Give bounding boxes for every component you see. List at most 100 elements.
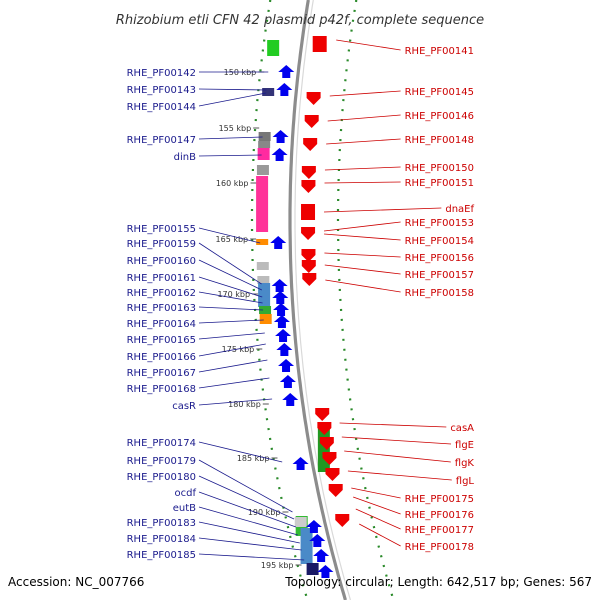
reverse-gene-arrow[interactable] bbox=[312, 36, 327, 52]
gene-label-right[interactable]: dnaEf bbox=[445, 204, 474, 215]
reverse-gene-arrow[interactable] bbox=[328, 484, 343, 497]
gene-label-right[interactable]: RHE_PF00158 bbox=[405, 288, 474, 299]
gene-label-left[interactable]: RHE_PF00184 bbox=[127, 534, 196, 545]
reverse-gene-arrow[interactable] bbox=[319, 437, 334, 450]
gene-label-left[interactable]: RHE_PF00165 bbox=[127, 335, 196, 346]
gene-label-right[interactable]: flgE bbox=[455, 440, 474, 451]
gene-label-right[interactable]: RHE_PF00176 bbox=[405, 510, 474, 521]
gene-label-right[interactable]: RHE_PF00150 bbox=[405, 163, 474, 174]
feature-block bbox=[257, 148, 270, 160]
gene-label-left[interactable]: RHE_PF00159 bbox=[127, 239, 196, 250]
gene-label-left[interactable]: RHE_PF00142 bbox=[127, 68, 196, 79]
reverse-gene-arrow[interactable] bbox=[301, 204, 316, 220]
gene-label-right[interactable]: RHE_PF00151 bbox=[405, 178, 474, 189]
reverse-gene-arrow[interactable] bbox=[303, 138, 318, 151]
leader-line-left bbox=[198, 537, 302, 551]
plasmid-backbone bbox=[288, 0, 351, 600]
forward-gene-arrow[interactable] bbox=[305, 520, 322, 533]
feature-block bbox=[300, 528, 313, 564]
reverse-gene-arrow[interactable] bbox=[315, 408, 330, 421]
gene-label-left[interactable]: RHE_PF00155 bbox=[127, 224, 196, 235]
gene-label-right[interactable]: RHE_PF00157 bbox=[405, 270, 474, 281]
forward-gene-arrow[interactable] bbox=[271, 279, 288, 292]
gene-label-left[interactable]: dinB bbox=[174, 152, 196, 163]
gene-label-left[interactable]: RHE_PF00163 bbox=[127, 303, 196, 314]
forward-gene-arrow[interactable] bbox=[272, 130, 289, 143]
gene-label-left[interactable]: RHE_PF00185 bbox=[127, 550, 196, 561]
reverse-gene-arrow[interactable] bbox=[301, 180, 316, 193]
gene-label-right[interactable]: RHE_PF00175 bbox=[405, 494, 474, 505]
gene-label-left[interactable]: RHE_PF00183 bbox=[127, 518, 196, 529]
right-gene-labels[interactable]: RHE_PF00141RHE_PF00145RHE_PF00146RHE_PF0… bbox=[323, 39, 475, 553]
gene-label-left[interactable]: casR bbox=[172, 401, 196, 412]
reverse-gene-arrow[interactable] bbox=[302, 273, 317, 286]
gene-label-right[interactable]: RHE_PF00177 bbox=[405, 525, 474, 536]
gene-label-left[interactable]: RHE_PF00174 bbox=[127, 438, 196, 449]
tick-label: 180 kbp bbox=[228, 400, 261, 409]
forward-gene-arrow[interactable] bbox=[278, 359, 295, 372]
gene-label-left[interactable]: ocdf bbox=[175, 488, 197, 499]
reverse-gene-arrow[interactable] bbox=[306, 92, 321, 105]
reverse-gene-arrow[interactable] bbox=[301, 227, 316, 240]
gene-label-left[interactable]: RHE_PF00147 bbox=[127, 135, 196, 146]
gene-label-right[interactable]: flgL bbox=[456, 476, 475, 487]
gene-label-right[interactable]: RHE_PF00146 bbox=[405, 111, 474, 122]
leader-line-right bbox=[351, 487, 401, 499]
reverse-gene-arrow[interactable] bbox=[335, 514, 350, 527]
gene-label-left[interactable]: RHE_PF00167 bbox=[127, 368, 196, 379]
gene-label-right[interactable]: flgK bbox=[455, 458, 475, 469]
gene-label-right[interactable]: RHE_PF00156 bbox=[405, 253, 474, 264]
reverse-gene-arrow[interactable] bbox=[322, 452, 337, 465]
gene-label-left[interactable]: RHE_PF00143 bbox=[127, 85, 196, 96]
forward-gene-arrow[interactable] bbox=[309, 534, 326, 547]
gene-label-right[interactable]: casA bbox=[450, 423, 474, 434]
gene-label-left[interactable]: RHE_PF00164 bbox=[127, 319, 196, 330]
gene-label-right[interactable]: RHE_PF00178 bbox=[405, 542, 474, 553]
forward-gene-arrow[interactable] bbox=[292, 457, 309, 470]
forward-gene-arrow[interactable] bbox=[276, 343, 293, 356]
forward-gene-arrow[interactable] bbox=[282, 393, 299, 406]
feature-block bbox=[262, 88, 275, 96]
forward-gene-arrow[interactable] bbox=[278, 65, 295, 78]
left-gene-labels[interactable]: RHE_PF00142RHE_PF00143RHE_PF00144RHE_PF0… bbox=[127, 68, 305, 561]
leader-line-right bbox=[347, 470, 452, 481]
gene-label-left[interactable]: RHE_PF00162 bbox=[127, 288, 196, 299]
reverse-gene-arrow[interactable] bbox=[325, 468, 340, 481]
gene-label-right[interactable]: RHE_PF00148 bbox=[405, 135, 474, 146]
reverse-gene-arrow[interactable] bbox=[304, 115, 319, 128]
forward-gene-arrow[interactable] bbox=[271, 148, 288, 161]
gene-label-left[interactable]: RHE_PF00160 bbox=[127, 256, 196, 267]
leader-line-left bbox=[198, 227, 261, 244]
reverse-gene-arrow[interactable] bbox=[301, 166, 316, 179]
leader-line-right bbox=[326, 138, 401, 145]
gene-label-left[interactable]: RHE_PF00161 bbox=[127, 273, 196, 284]
tick-label: 170 kbp bbox=[217, 290, 250, 299]
gene-label-right[interactable]: RHE_PF00145 bbox=[405, 87, 474, 98]
reverse-gene-arrow[interactable] bbox=[317, 422, 332, 435]
gene-label-left[interactable]: eutB bbox=[173, 503, 196, 514]
gene-label-left[interactable]: RHE_PF00144 bbox=[127, 102, 196, 113]
forward-gene-arrow[interactable] bbox=[270, 236, 287, 249]
forward-gene-arrow[interactable] bbox=[279, 375, 296, 388]
reverse-gene-arrow[interactable] bbox=[301, 249, 316, 262]
leader-line-right bbox=[324, 264, 401, 275]
leader-line-left bbox=[198, 441, 283, 463]
forward-gene-arrow[interactable] bbox=[276, 83, 293, 96]
gene-label-left[interactable]: RHE_PF00179 bbox=[127, 456, 196, 467]
gene-label-left[interactable]: RHE_PF00180 bbox=[127, 472, 196, 483]
gene-label-right[interactable]: RHE_PF00154 bbox=[405, 236, 474, 247]
gene-label-left[interactable]: RHE_PF00168 bbox=[127, 384, 196, 395]
feature-block bbox=[259, 314, 272, 324]
forward-gene-arrow[interactable] bbox=[272, 291, 289, 304]
forward-gene-arrow[interactable] bbox=[273, 315, 290, 328]
gene-label-left[interactable]: RHE_PF00166 bbox=[127, 352, 196, 363]
gene-label-right[interactable]: RHE_PF00153 bbox=[405, 218, 474, 229]
leader-line-right bbox=[324, 181, 401, 184]
forward-gene-arrow[interactable] bbox=[275, 329, 292, 342]
forward-gene-arrow[interactable] bbox=[317, 565, 334, 578]
reverse-gene-arrow[interactable] bbox=[301, 260, 316, 273]
forward-gene-arrow[interactable] bbox=[273, 303, 290, 316]
forward-gene-arrow[interactable] bbox=[313, 549, 330, 562]
backbone-inner-line bbox=[294, 0, 351, 600]
gene-label-right[interactable]: RHE_PF00141 bbox=[405, 46, 474, 57]
